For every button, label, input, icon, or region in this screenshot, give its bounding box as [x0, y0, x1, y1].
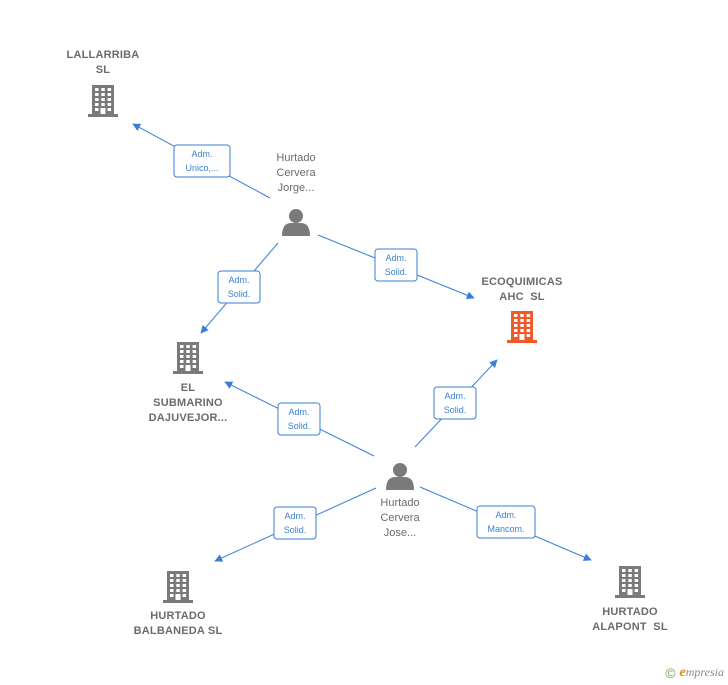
person-icon — [282, 209, 310, 236]
edge-hurtado_jose-to-hurtado_balbaneda: Adm. Solid. — [214, 487, 377, 562]
building-icon — [615, 566, 645, 598]
edge-label-text: Adm. — [444, 391, 465, 401]
edge-label-text: Solid. — [288, 421, 311, 431]
node-label: Jose... — [384, 527, 416, 539]
edge-hurtado_jorge-to-el_submarino: Adm. Solid. — [200, 242, 279, 334]
building-icon — [507, 311, 537, 343]
building-icon — [163, 571, 193, 603]
edge-hurtado_jose-to-hurtado_alapont: Adm. Mancom. — [419, 486, 592, 561]
copyright-icon: © — [665, 665, 676, 681]
edge-label-text: Mancom. — [487, 524, 524, 534]
edge-label-text: Adm. — [495, 510, 516, 520]
node-label: Cervera — [276, 167, 316, 179]
edges-layer: Adm. Unico,... Adm. Solid. Adm. Solid. Adm. Sol… — [132, 123, 592, 562]
edge-label-text: Adm. — [288, 407, 309, 417]
node-label: BALBANEDA SL — [134, 625, 223, 637]
edge-label-text: Adm. — [284, 511, 305, 521]
edge-hurtado_jorge-to-ecoquimicas: Adm. Solid. — [317, 234, 475, 300]
node-hurtado_balbaneda[interactable]: HURTADO BALBANEDA SL — [134, 571, 223, 637]
node-label: Hurtado — [276, 152, 315, 164]
edge-label-text: Adm. — [228, 275, 249, 285]
edge-label-box[interactable] — [374, 248, 418, 282]
node-label: Hurtado — [380, 497, 419, 509]
edge-label-box[interactable] — [476, 505, 536, 539]
node-label: SUBMARINO — [153, 397, 223, 409]
node-label: SL — [96, 64, 111, 76]
edge-label-box[interactable] — [277, 402, 321, 436]
node-label: ALAPONT SL — [592, 621, 668, 633]
edge-label-box[interactable] — [173, 144, 231, 178]
edge-hurtado_jose-to-el_submarino: Adm. Solid. — [224, 381, 375, 457]
edge-label-text: Solid. — [228, 289, 251, 299]
edge-label-text: Adm. — [385, 253, 406, 263]
node-label: ECOQUIMICAS — [481, 276, 562, 288]
node-label: EL — [181, 382, 196, 394]
node-hurtado_alapont[interactable]: HURTADO ALAPONT SL — [592, 566, 668, 633]
node-label: DAJUVEJOR... — [149, 412, 228, 424]
edge-label-box[interactable] — [433, 386, 477, 420]
edge-label-text: Solid. — [284, 525, 307, 535]
node-label: AHC SL — [499, 291, 544, 303]
node-label: LALLARRIBA — [67, 49, 140, 61]
node-label: Jorge... — [278, 182, 315, 194]
node-hurtado_jorge[interactable]: HurtadoCerveraJorge... — [276, 152, 316, 236]
node-el_submarino[interactable]: EL SUBMARINO DAJUVEJOR... — [149, 342, 228, 424]
brand-logo[interactable]: empresia — [679, 665, 724, 680]
edge-label-box[interactable] — [273, 506, 317, 540]
node-label: HURTADO — [150, 610, 206, 622]
nodes-layer: LALLARRIBASLHurtadoCerveraJorge...ECOQUI… — [67, 49, 668, 637]
edge-label-box[interactable] — [217, 270, 261, 304]
node-label: HURTADO — [602, 606, 658, 618]
edge-label-text: Unico,... — [185, 163, 218, 173]
building-icon — [173, 342, 203, 374]
footer-brand: © empresia — [665, 665, 724, 681]
edge-label-text: Solid. — [444, 405, 467, 415]
edge-label-text: Adm. — [191, 149, 212, 159]
building-icon — [88, 85, 118, 117]
node-hurtado_jose[interactable]: HurtadoCerveraJose... — [380, 463, 420, 539]
edge-label-text: Solid. — [385, 267, 408, 277]
edge-hurtado_jose-to-ecoquimicas: Adm. Solid. — [414, 359, 498, 448]
person-icon — [386, 463, 414, 490]
node-lallarriba[interactable]: LALLARRIBA SL — [67, 49, 140, 117]
node-label: Cervera — [380, 512, 420, 524]
node-ecoquimicas[interactable]: ECOQUIMICAS AHC SL — [481, 276, 562, 343]
edge-hurtado_jorge-to-lallarriba: Adm. Unico,... — [132, 123, 271, 199]
